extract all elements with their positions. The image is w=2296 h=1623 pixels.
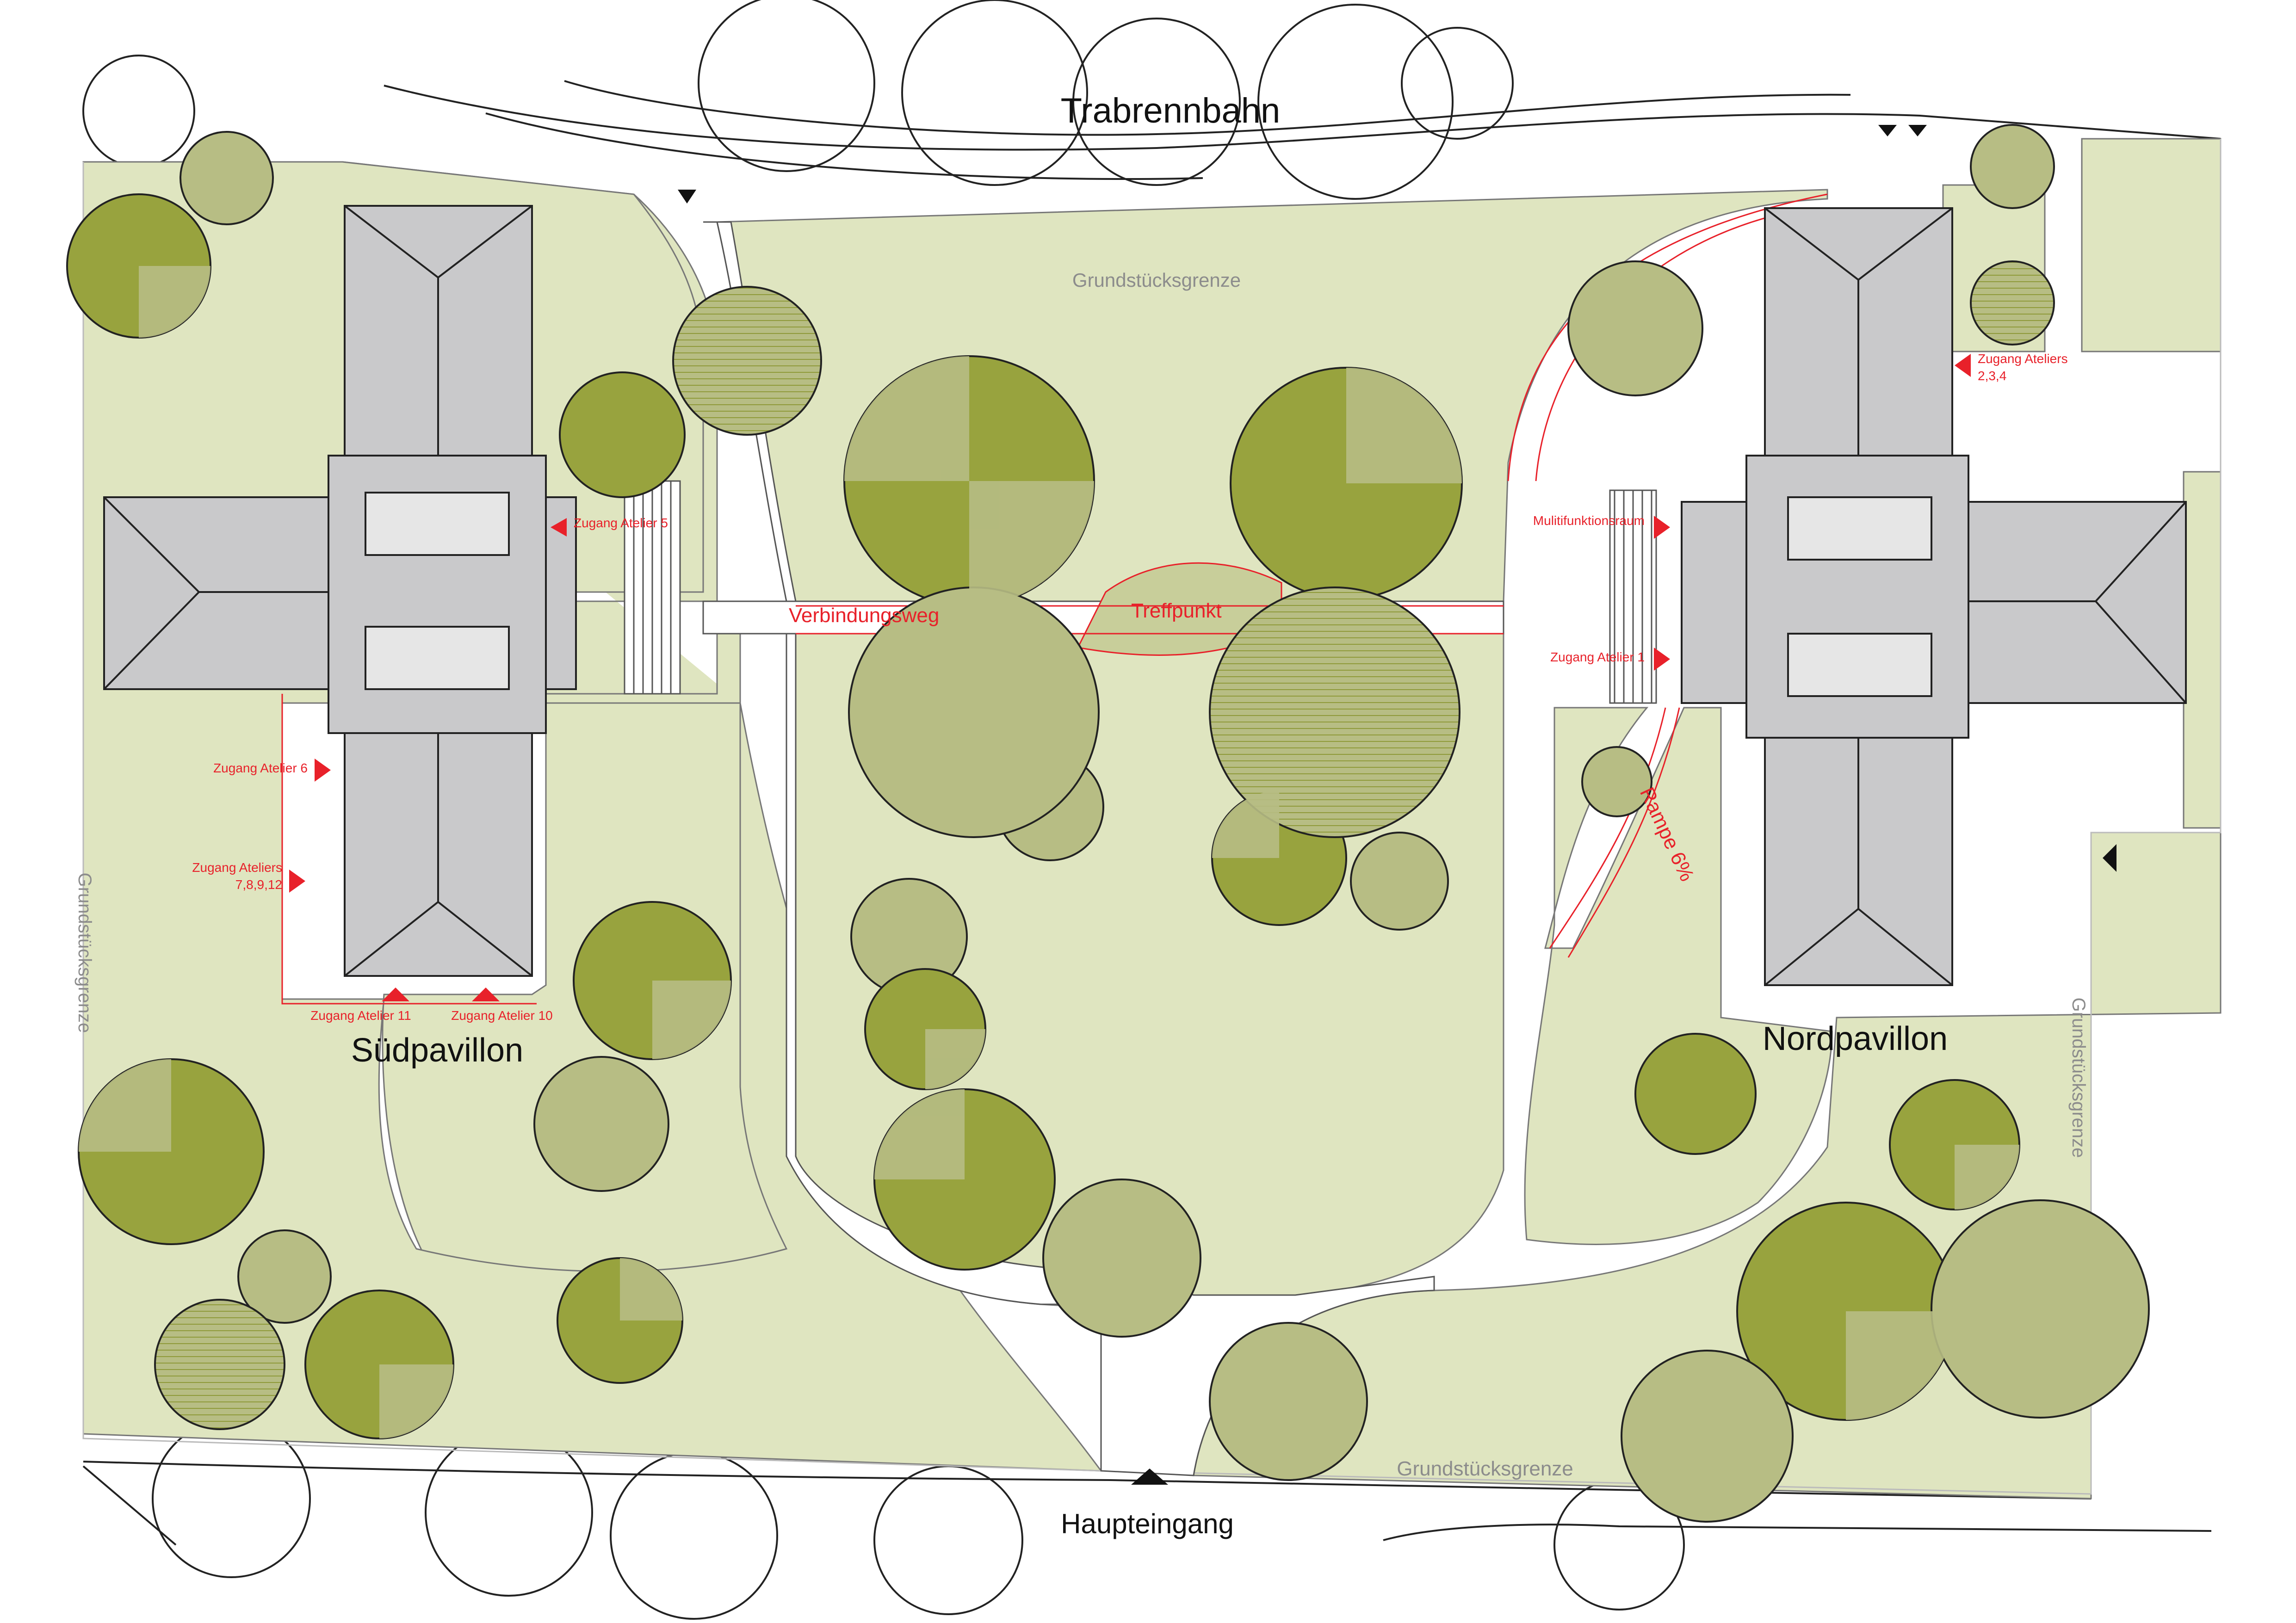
tree <box>1970 124 2055 209</box>
north-pavilion-stairs <box>1609 489 1657 704</box>
entrance-label-ateliers-2-4-numbers: 2,3,4 <box>1978 369 2006 383</box>
tree <box>1350 832 1449 931</box>
street-label-bottom: Haupteingang <box>1061 1508 1234 1539</box>
entry-arrow <box>1878 125 1897 136</box>
tree <box>154 1299 285 1430</box>
entrance-label-multipurpose: Mulitifunktionsraum <box>1533 513 1645 528</box>
entrance-arrow <box>315 759 331 782</box>
entrance-arrow <box>289 870 305 893</box>
south-pavilion-roof <box>103 205 577 977</box>
tree <box>1621 1350 1794 1523</box>
building-label-south: Südpavillon <box>351 1032 523 1069</box>
property-boundary <box>82 139 2222 1495</box>
tree <box>237 1229 332 1324</box>
entrance-arrow <box>1955 354 1971 377</box>
entrance-arrow <box>1654 648 1670 671</box>
property-label-right: Grundstücksgrenze <box>2068 998 2089 1158</box>
entrance-label-atelier-5: Zugang Atelier 5 <box>574 516 668 530</box>
entrance-arrow <box>1654 516 1670 539</box>
tree <box>533 1056 669 1192</box>
tree <box>1581 746 1652 817</box>
entrance-label-ateliers-7-12: Zugang Ateliers <box>192 860 282 875</box>
entrance-arrow <box>472 987 500 1001</box>
entry-arrow <box>2103 844 2117 872</box>
entrance-label-atelier-10: Zugang Atelier 10 <box>451 1008 553 1023</box>
tree <box>559 371 686 498</box>
north-pavilion-roof <box>1681 207 2187 986</box>
tree <box>1567 260 1703 396</box>
tree <box>1209 586 1461 838</box>
building-label-north: Nordpavillon <box>1763 1020 1948 1057</box>
tree <box>1634 1033 1757 1155</box>
tree-shading <box>79 266 2019 1438</box>
property-label-top: Grundstücksgrenze <box>1072 269 1241 291</box>
entry-arrow <box>678 190 696 204</box>
property-label-left: Grundstücksgrenze <box>74 873 95 1033</box>
tree <box>1042 1179 1201 1338</box>
tree <box>1209 1322 1368 1481</box>
entrance-arrow <box>551 518 567 537</box>
tree <box>672 286 822 436</box>
entrance-label-ateliers-2-4: Zugang Ateliers <box>1978 352 2068 366</box>
entrance-markers <box>289 354 1971 1001</box>
entry-arrow <box>1131 1469 1168 1485</box>
south-pavilion-stairs <box>624 480 681 695</box>
tree <box>1970 260 2055 346</box>
entrance-label-ateliers-7-12-numbers: 7,8,9,12 <box>235 877 282 892</box>
tree <box>179 131 274 225</box>
trees <box>66 124 2150 1523</box>
entrance-label-atelier-11: Zugang Atelier 11 <box>310 1008 411 1023</box>
property-label-bottom: Grundstücksgrenze <box>1397 1457 1573 1480</box>
street-label-top: Trabrennbahn <box>1061 91 1281 130</box>
main-entry-markers <box>678 125 2117 1485</box>
entrance-label-atelier-1: Zugang Atelier 1 <box>1550 650 1645 664</box>
entry-arrow <box>1908 125 1927 136</box>
tree <box>1931 1199 2150 1419</box>
entrance-arrow <box>382 987 409 1001</box>
path-label-meeting-point: Treffpunkt <box>1131 599 1222 622</box>
entrance-label-atelier-6: Zugang Atelier 6 <box>213 761 308 775</box>
path-label-connection: Verbindungsweg <box>789 604 939 627</box>
